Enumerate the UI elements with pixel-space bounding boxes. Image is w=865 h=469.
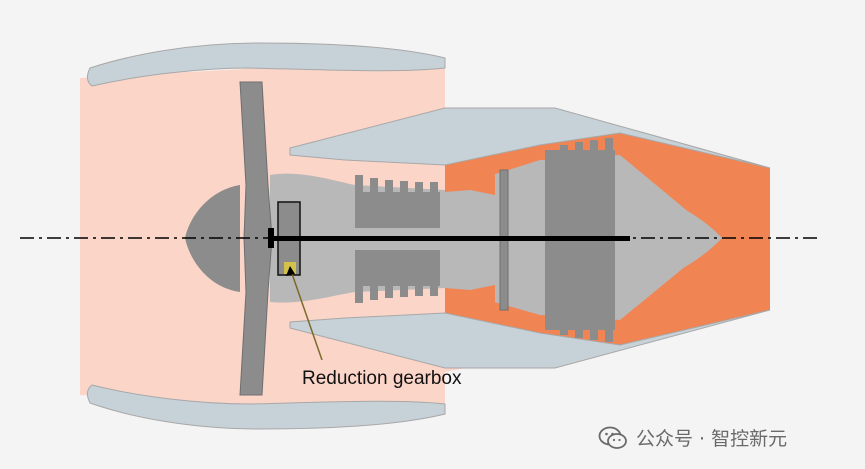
main-shaft — [270, 236, 630, 241]
combustor — [445, 165, 495, 315]
nacelle-lower — [86, 384, 446, 430]
watermark-text: 公众号 · 智控新元 — [636, 428, 788, 450]
watermark: 公众号 · 智控新元 — [598, 424, 787, 451]
leader-arrowhead — [286, 266, 295, 276]
core-cowl-upper — [289, 107, 771, 169]
callout-label-reduction-gearbox: Reduction gearbox — [302, 368, 462, 389]
wechat-icon — [598, 425, 628, 451]
nacelle-upper — [86, 42, 446, 87]
leader-line — [289, 267, 323, 361]
lp-compressor — [355, 175, 440, 303]
core-cowl-lower — [289, 309, 771, 369]
